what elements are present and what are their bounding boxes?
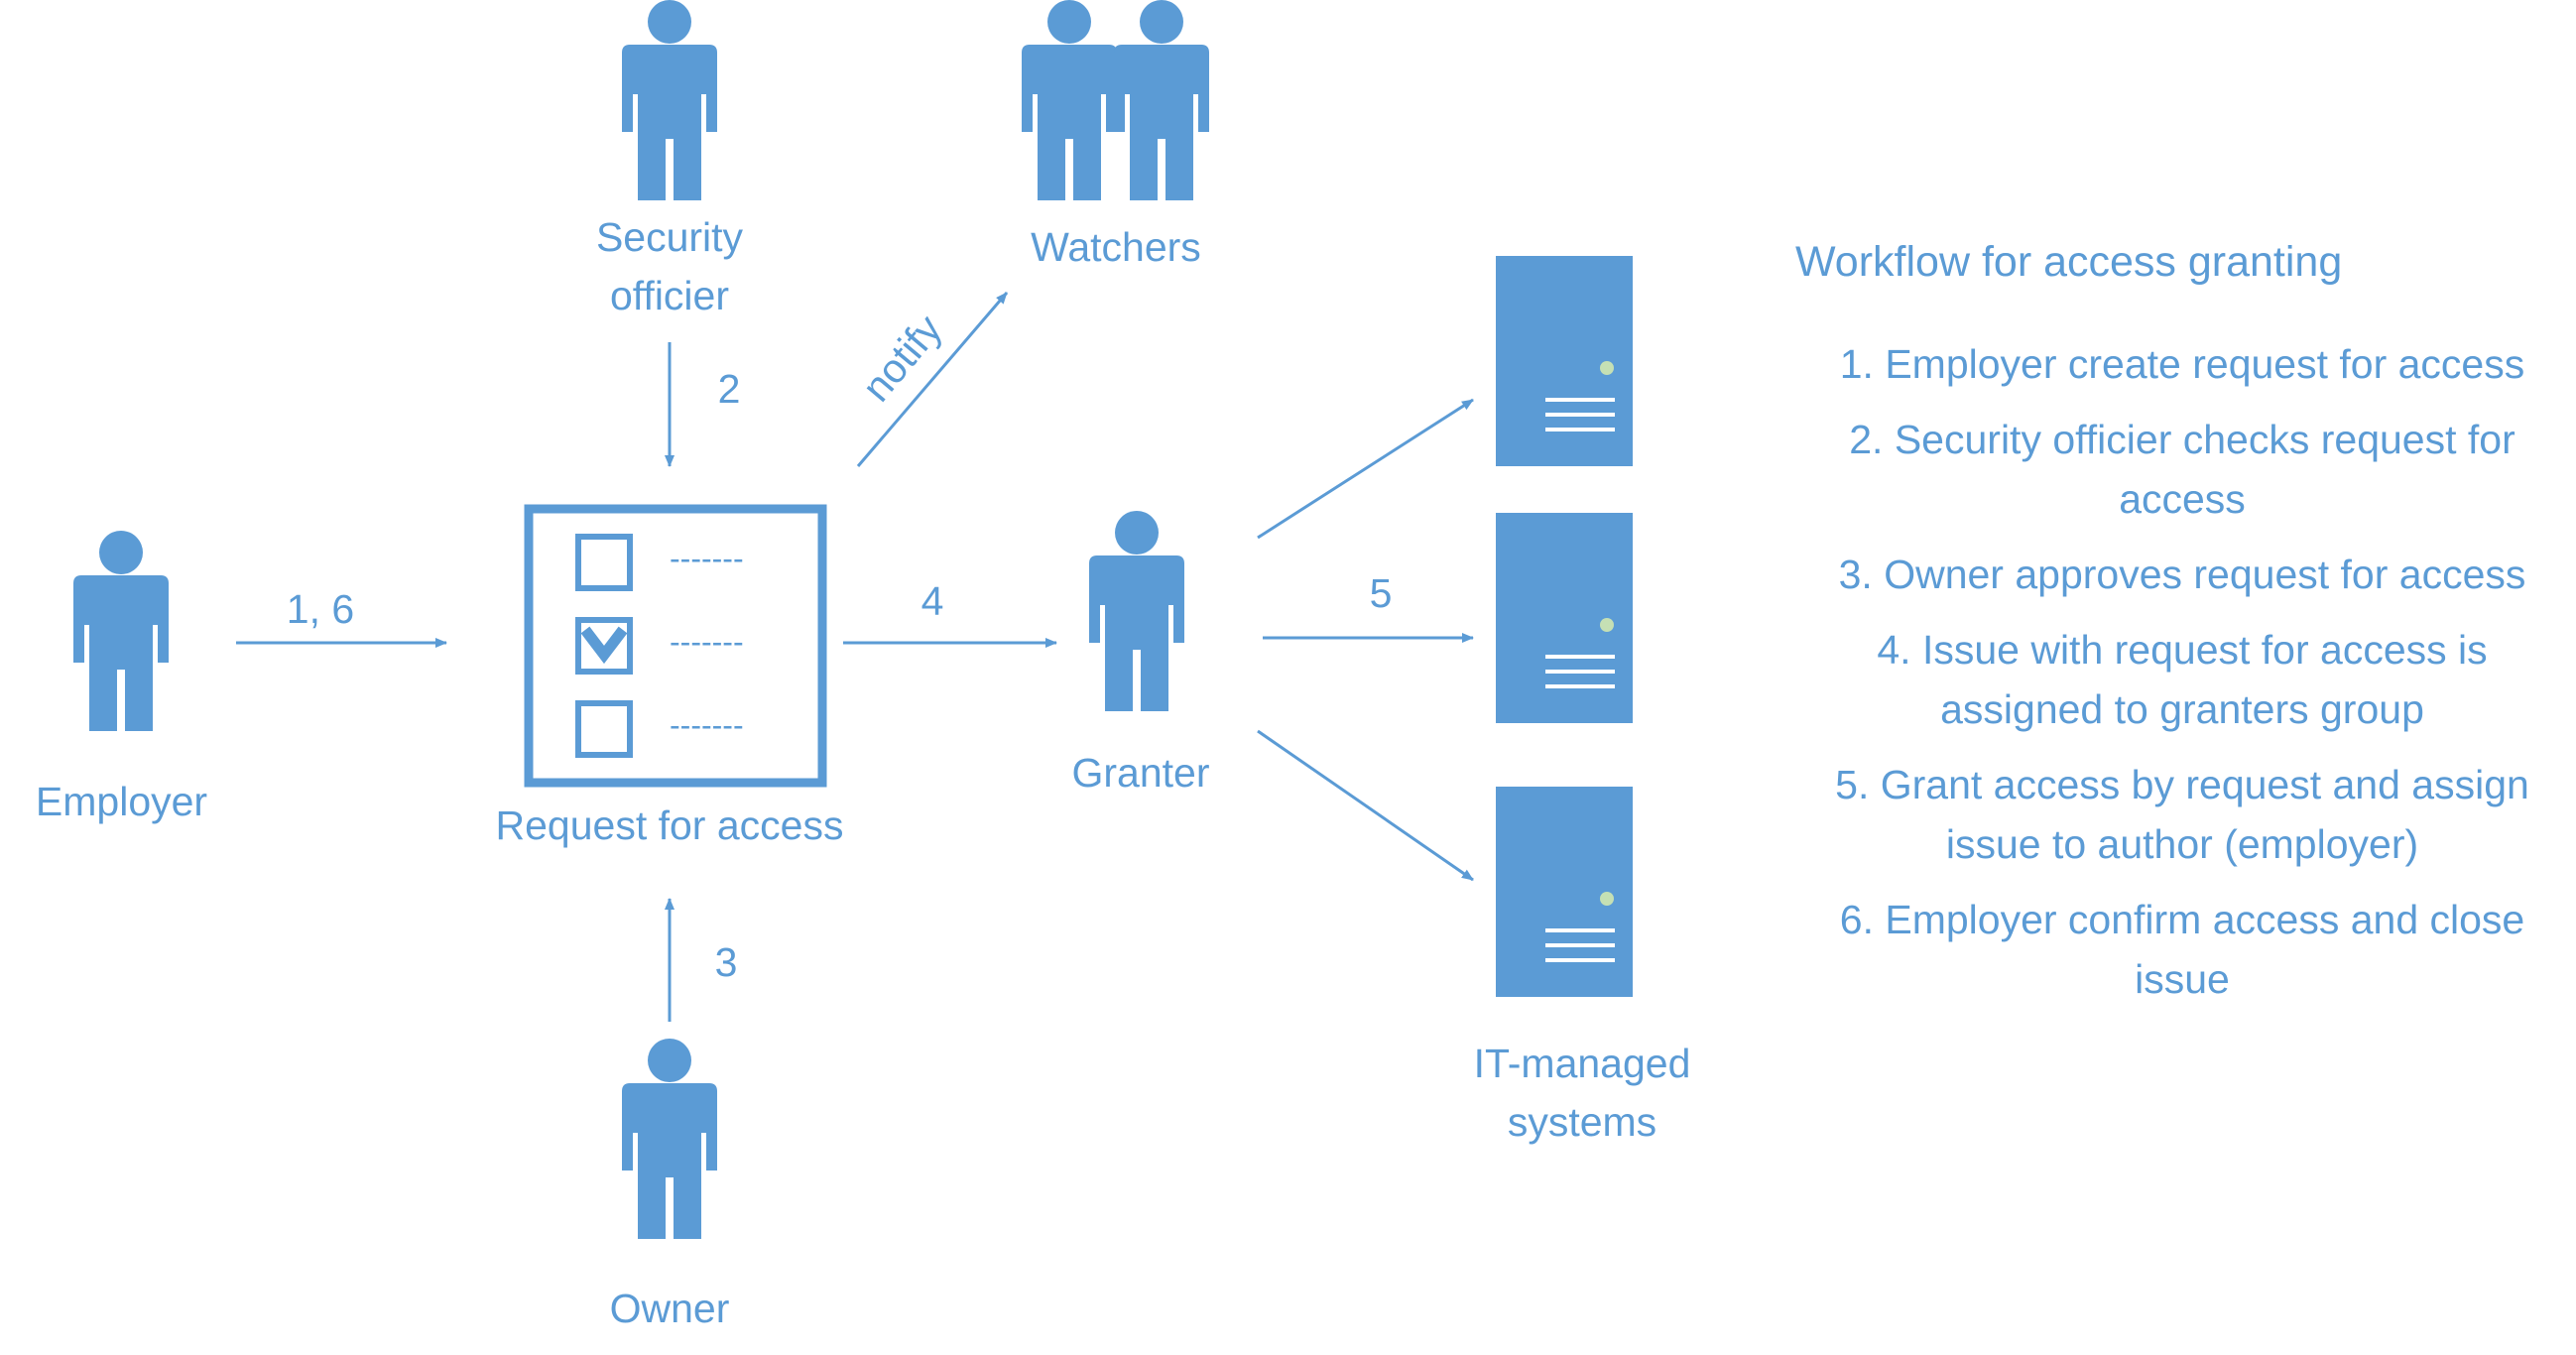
- server-icon: [1496, 513, 1633, 723]
- granter-icon: [1089, 511, 1184, 711]
- arrow-label-3: 3: [715, 939, 738, 985]
- security-officer-label: Security officier: [595, 214, 744, 319]
- workflow-steps: 1. Employer create request for access 2.…: [1795, 334, 2569, 1009]
- watcher-icon: [1022, 0, 1117, 200]
- arrow-label-1-6: 1, 6: [287, 586, 354, 632]
- employer-icon: [73, 531, 169, 731]
- server-icon: [1496, 256, 1633, 466]
- arrow-granter-server-3: [1257, 729, 1474, 882]
- workflow-step: 1. Employer create request for access: [1839, 341, 2525, 387]
- granter-label: Granter: [1071, 750, 1210, 796]
- arrow-label-2: 2: [718, 366, 741, 412]
- workflow-step: 5. Grant access by request and assign is…: [1835, 762, 2529, 867]
- workflow-panel: Workflow for access granting 1. Employer…: [1795, 238, 2569, 1025]
- form-line: -------: [670, 541, 744, 576]
- workflow-step: 6. Employer confirm access and close iss…: [1839, 897, 2525, 1002]
- watcher-icon: [1114, 0, 1209, 200]
- watchers-label: Watchers: [1031, 224, 1201, 270]
- owner-label: Owner: [609, 1286, 730, 1331]
- arrow-label-4: 4: [921, 578, 944, 624]
- owner-icon: [622, 1039, 717, 1239]
- workflow-step: 3. Owner approves request for access: [1838, 552, 2526, 597]
- employer-label: Employer: [35, 779, 208, 824]
- request-form-icon: [524, 504, 827, 788]
- workflow-title: Workflow for access granting: [1795, 238, 2343, 286]
- arrow-label-5: 5: [1370, 570, 1393, 616]
- workflow-step: 4. Issue with request for access is assi…: [1877, 627, 2488, 732]
- arrow-granter-server-1: [1257, 398, 1474, 540]
- arrow-label-notify: notify: [853, 306, 951, 410]
- form-line: -------: [670, 624, 744, 660]
- arrow-notify-watchers: [856, 292, 1009, 467]
- security-officer-icon: [622, 0, 717, 200]
- systems-label: IT-managed systems: [1473, 1041, 1691, 1146]
- request-label: Request for access: [495, 802, 844, 848]
- form-line: -------: [670, 707, 744, 743]
- server-icon: [1496, 787, 1633, 997]
- workflow-step: 2. Security officier checks request for …: [1849, 417, 2515, 522]
